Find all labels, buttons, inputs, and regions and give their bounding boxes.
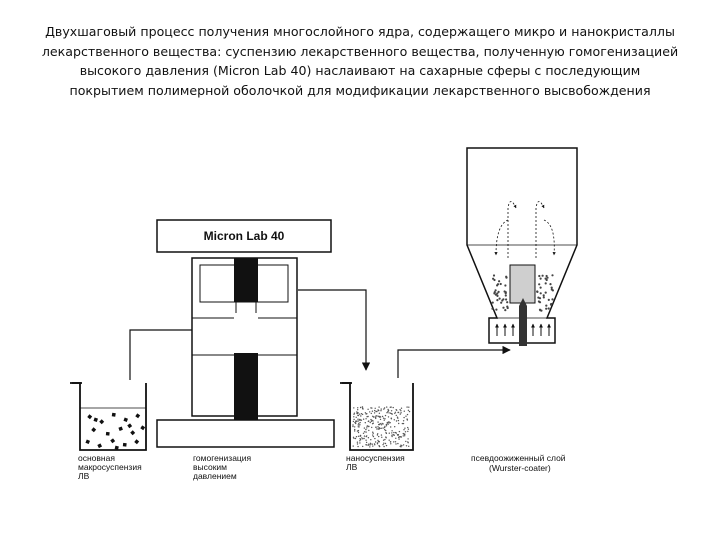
- label-macro-3: ЛВ: [78, 471, 90, 481]
- label-nano-1: наносуспензия: [346, 453, 405, 463]
- title-line-1: Двухшаговый процесс получения многослойн…: [45, 24, 675, 39]
- nano-particles: [352, 406, 411, 448]
- title-line-2: лекарственного вещества: суспензию лекар…: [41, 43, 679, 59]
- wurster-coater: [466, 147, 578, 346]
- arrow-to-nanosuspension: [298, 289, 371, 371]
- beaker-nanosuspension: [340, 382, 414, 451]
- wurster-particles: [491, 274, 555, 312]
- slide-title: Двухшаговый процесс получения многослойн…: [20, 22, 700, 100]
- air-flow-arrows: [495, 323, 551, 336]
- homogenizer-top-box: [156, 219, 332, 253]
- label-macro-1: основная: [78, 453, 115, 463]
- label-wurster-1: псевдоожиженный слой: [471, 453, 566, 463]
- arrow-to-wurster: [397, 345, 511, 378]
- label-homog-3: давлением: [193, 471, 237, 481]
- spray-nozzle: [519, 306, 527, 346]
- homogenizer: Micron Lab 40: [156, 219, 335, 448]
- label-nano-2: ЛВ: [346, 462, 358, 472]
- wurster-partition: [509, 264, 536, 304]
- label-homog-1: гомогенизация: [193, 453, 252, 463]
- label-homog-2: высоким: [193, 462, 227, 472]
- label-macro-2: макросуспензия: [78, 462, 142, 472]
- title-line-3: высокого давления (Micron Lab 40) наслаи…: [79, 63, 641, 78]
- label-wurster-2: (Wurster-coater): [489, 463, 551, 473]
- title-line-4: покрытием полимерной оболочкой для модиф…: [69, 82, 651, 98]
- beaker-macrosuspension: [70, 382, 147, 451]
- homogenizer-name: Micron Lab 40: [204, 229, 285, 243]
- macro-particles: [85, 412, 146, 450]
- homogenizer-base: [156, 419, 335, 448]
